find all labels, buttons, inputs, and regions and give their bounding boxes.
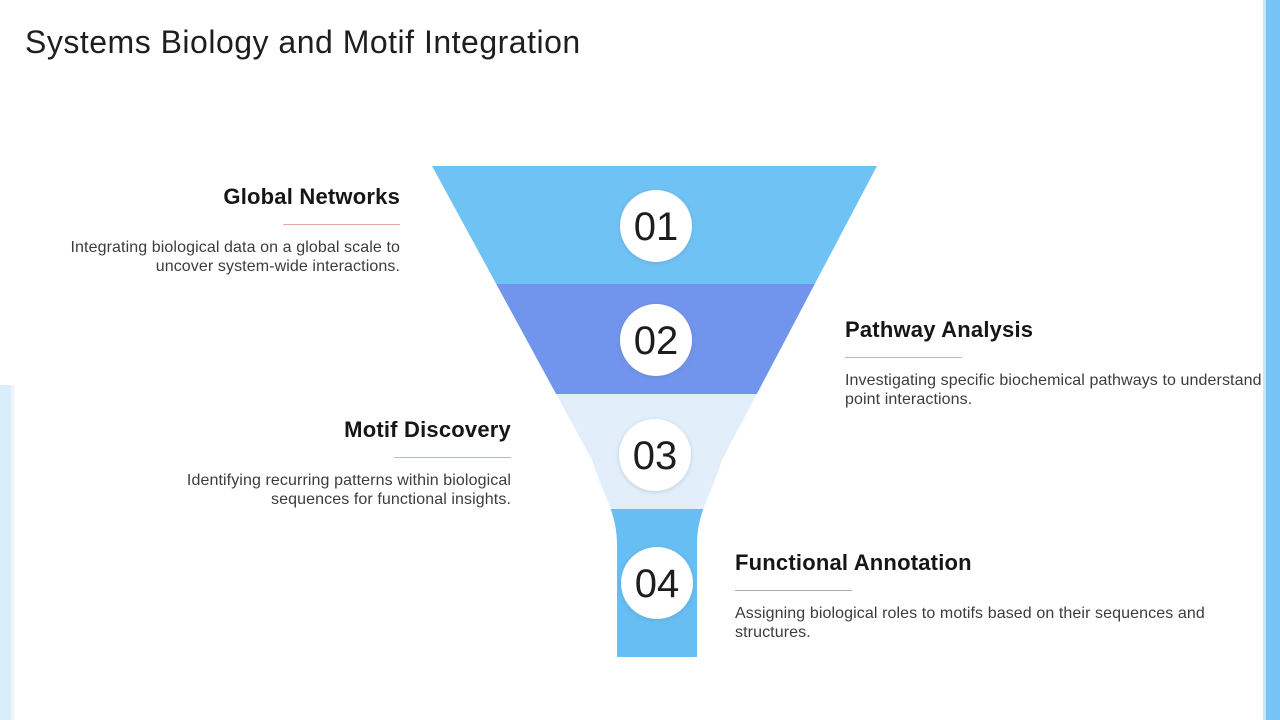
label-pathway-analysis: Pathway Analysis Investigating specific …: [845, 317, 1265, 409]
title-underline: [394, 457, 511, 458]
stage-1-circle: [620, 190, 692, 262]
label-title: Motif Discovery: [344, 417, 511, 442]
page-title: Systems Biology and Motif Integration: [25, 24, 581, 60]
left-accent-bar: [0, 385, 11, 720]
stage-3-circle: [619, 419, 691, 491]
stage-3-number: 03: [633, 434, 678, 478]
label-description: Investigating specific biochemical pathw…: [845, 372, 1262, 408]
right-accent-bar: [1266, 0, 1280, 720]
label-global-networks: Global Networks Integrating biological d…: [10, 184, 400, 276]
stage-2-number: 02: [634, 319, 679, 363]
label-motif-discovery: Motif Discovery Identifying recurring pa…: [121, 417, 511, 509]
stage-1-number: 01: [634, 205, 679, 249]
left-accent-bar-stripe: [11, 385, 14, 720]
label-description: Integrating biological data on a global …: [70, 239, 400, 275]
title-underline: [283, 224, 400, 225]
stage-4-number: 04: [635, 562, 680, 606]
label-description: Identifying recurring patterns within bi…: [186, 472, 511, 508]
label-functional-annotation: Functional Annotation Assigning biologic…: [735, 550, 1260, 642]
label-title: Pathway Analysis: [845, 317, 1034, 342]
label-title: Global Networks: [223, 184, 400, 209]
title-underline: [845, 357, 962, 358]
right-accent-bar-stripe: [1263, 0, 1266, 720]
stage-4-circle: [621, 547, 693, 619]
title-underline: [735, 590, 852, 591]
stage-2-circle: [620, 304, 692, 376]
label-description: Assigning biological roles to motifs bas…: [735, 605, 1205, 641]
label-title: Functional Annotation: [735, 550, 972, 575]
